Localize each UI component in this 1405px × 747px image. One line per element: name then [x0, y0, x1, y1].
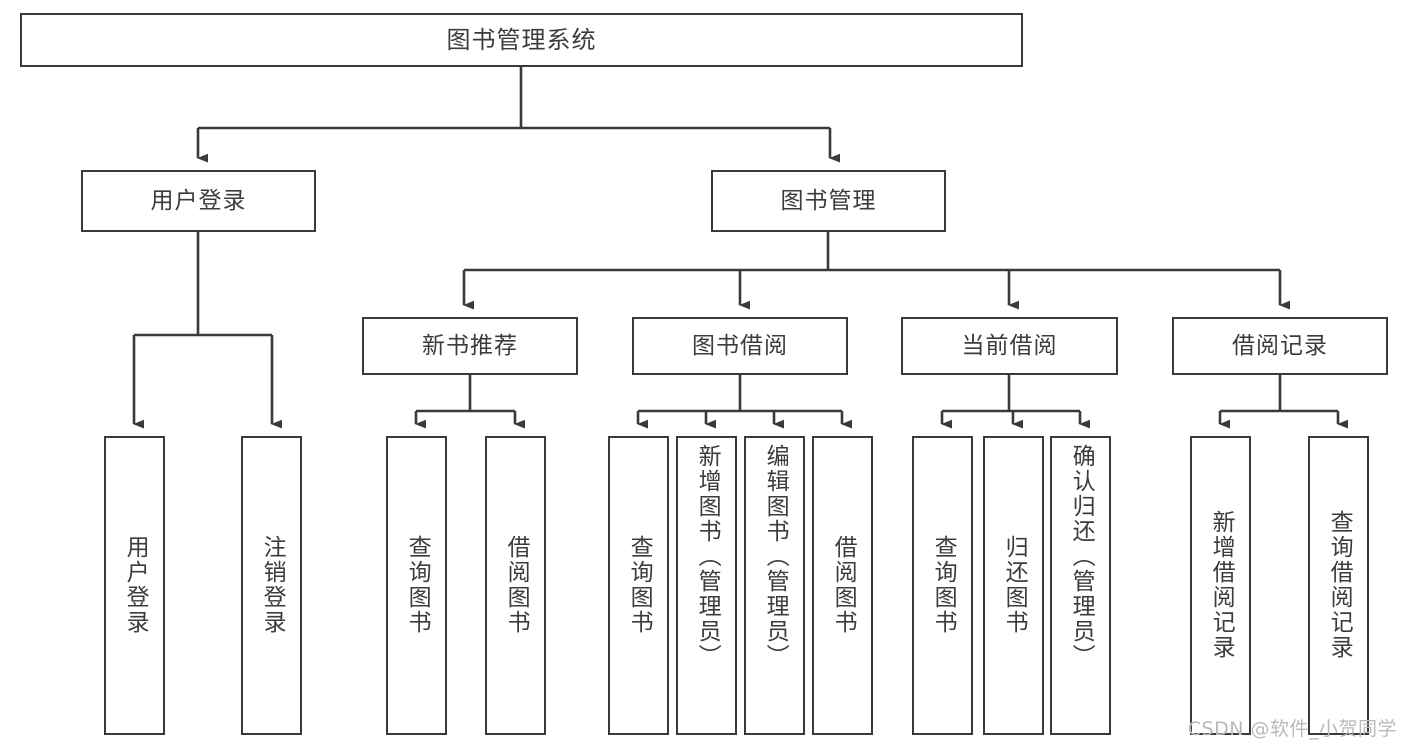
leaf-query-book-recommend[interactable]: 查询图书 [386, 436, 447, 735]
node-label: 新增借阅记录 [1208, 509, 1235, 660]
node-label: 归还图书 [1001, 534, 1028, 635]
leaf-query-book-current[interactable]: 查询图书 [912, 436, 973, 735]
node-label: 查询图书 [404, 534, 431, 635]
node-label: 查询图书 [930, 534, 957, 635]
leaf-query-book-borrow[interactable]: 查询图书 [608, 436, 669, 735]
node-label: 确认归还（管理员） [1068, 444, 1095, 669]
node-book-borrow[interactable]: 图书借阅 [632, 317, 848, 375]
node-label: 用户登录 [122, 534, 149, 635]
leaf-query-borrow-record[interactable]: 查询借阅记录 [1308, 436, 1369, 735]
leaf-add-borrow-record[interactable]: 新增借阅记录 [1190, 436, 1251, 735]
node-new-book-recommend[interactable]: 新书推荐 [362, 317, 578, 375]
node-label: 借阅记录 [1232, 332, 1328, 359]
node-book-management[interactable]: 图书管理 [711, 170, 946, 232]
node-root-label: 图书管理系统 [446, 26, 597, 54]
node-label: 查询图书 [626, 534, 653, 635]
leaf-edit-book-admin[interactable]: 编辑图书（管理员） [744, 436, 805, 735]
csdn-watermark: CSDN @软件_小贺同学 [1187, 718, 1397, 740]
node-label: 图书借阅 [692, 332, 788, 359]
node-label: 编辑图书（管理员） [762, 444, 789, 669]
leaf-return-book[interactable]: 归还图书 [983, 436, 1044, 735]
node-label: 图书管理 [780, 187, 877, 214]
leaf-user-login[interactable]: 用户登录 [104, 436, 165, 735]
node-label: 新增图书（管理员） [694, 444, 721, 669]
node-label: 用户登录 [150, 187, 247, 214]
node-label: 当前借阅 [961, 332, 1058, 359]
leaf-logout[interactable]: 注销登录 [241, 436, 302, 735]
leaf-borrow-book-recommend[interactable]: 借阅图书 [485, 436, 546, 735]
node-label: 新书推荐 [422, 332, 518, 359]
leaf-confirm-return-admin[interactable]: 确认归还（管理员） [1050, 436, 1111, 735]
node-user-login[interactable]: 用户登录 [81, 170, 316, 232]
leaf-borrow-book[interactable]: 借阅图书 [812, 436, 873, 735]
node-label: 注销登录 [259, 534, 286, 635]
node-label: 借阅图书 [503, 534, 530, 635]
node-label: 查询借阅记录 [1326, 509, 1353, 660]
node-borrow-record[interactable]: 借阅记录 [1172, 317, 1388, 375]
node-label: 借阅图书 [830, 534, 857, 635]
leaf-add-book-admin[interactable]: 新增图书（管理员） [676, 436, 737, 735]
node-current-borrow[interactable]: 当前借阅 [901, 317, 1118, 375]
node-root[interactable]: 图书管理系统 [20, 13, 1023, 67]
